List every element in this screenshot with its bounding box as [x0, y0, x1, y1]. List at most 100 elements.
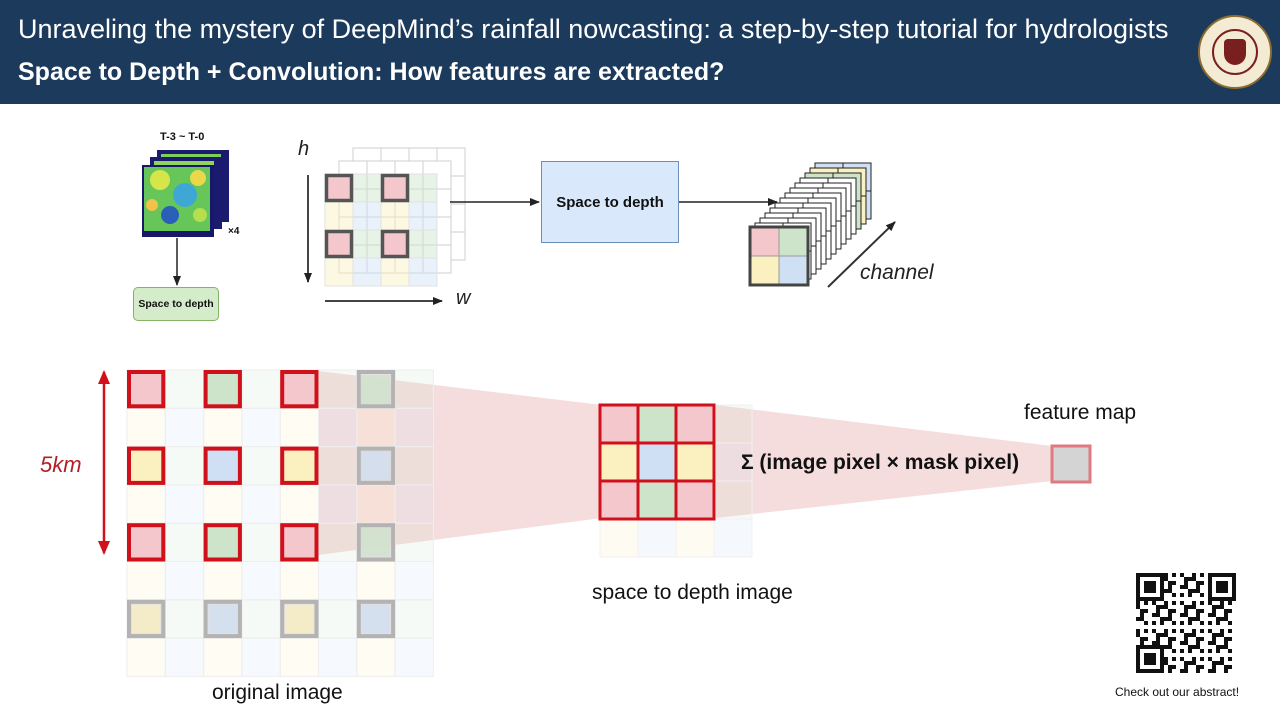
qr-module: [1140, 613, 1144, 617]
qr-module: [1192, 601, 1196, 605]
grid-cell: [352, 201, 382, 231]
qr-module: [1160, 605, 1164, 609]
qr-module: [1168, 609, 1172, 613]
qr-module: [1136, 601, 1140, 605]
qr-module: [1144, 601, 1148, 605]
grid-cell: [380, 201, 410, 231]
qr-module: [1224, 609, 1228, 613]
qr-module: [1152, 621, 1156, 625]
qr-module: [1208, 601, 1212, 605]
kernel-pixel: [280, 370, 319, 409]
qr-module: [1196, 609, 1200, 613]
kernel-pixel: [127, 446, 166, 485]
qr-module: [1212, 641, 1216, 645]
qr-module: [1172, 657, 1176, 661]
qr-module: [1216, 621, 1220, 625]
s2d-kernel-pixel: [598, 441, 640, 483]
seal-ring: [1212, 29, 1258, 75]
qr-module: [1216, 633, 1220, 637]
grid-cell: [352, 257, 382, 287]
channel-front-layer: [748, 225, 810, 287]
qr-module: [1208, 657, 1212, 661]
original-pixel: [356, 637, 396, 677]
qr-module: [1212, 661, 1216, 665]
original-pixel: [394, 599, 434, 639]
sampled-pixel-fill: [132, 604, 161, 634]
qr-module: [1208, 613, 1212, 617]
qr-code-icon[interactable]: [1136, 573, 1236, 673]
qr-module: [1164, 633, 1168, 637]
qr-module: [1140, 641, 1144, 645]
original-image-grid: [126, 369, 434, 677]
qr-module: [1184, 633, 1188, 637]
qr-module: [1160, 633, 1164, 637]
radar-image-stack: [142, 150, 229, 237]
qr-module: [1188, 617, 1192, 621]
qr-module: [1188, 661, 1192, 665]
qr-finder: [1144, 581, 1156, 593]
projection-cone: [318, 371, 602, 555]
kernel-pixel: [203, 370, 242, 409]
qr-module: [1164, 605, 1168, 609]
qr-module: [1220, 617, 1224, 621]
qr-module: [1196, 641, 1200, 645]
original-pixel: [203, 561, 243, 601]
qr-module: [1184, 577, 1188, 581]
qr-module: [1156, 609, 1160, 613]
convolution-formula: Σ (image pixel × mask pixel): [741, 451, 1020, 474]
qr-module: [1168, 665, 1172, 669]
qr-module: [1200, 637, 1204, 641]
s2d-kernel-pixel: [674, 441, 716, 483]
original-pixel: [318, 407, 358, 448]
original-pixel: [241, 561, 281, 601]
qr-module: [1200, 593, 1204, 597]
qr-module: [1228, 665, 1232, 669]
qr-module: [1188, 589, 1192, 593]
qr-module: [1184, 613, 1188, 617]
original-pixel: [164, 561, 205, 601]
qr-module: [1180, 657, 1184, 661]
original-pixel: [126, 561, 166, 601]
qr-module: [1152, 641, 1156, 645]
original-pixel: [164, 407, 205, 448]
qr-module: [1156, 637, 1160, 641]
qr-module: [1220, 629, 1224, 633]
s2d-pixel: [713, 518, 753, 558]
qr-module: [1216, 661, 1220, 665]
seal-emblem: [1224, 39, 1246, 65]
qr-module: [1224, 617, 1228, 621]
qr-module: [1220, 657, 1224, 661]
s2d-pixel: [713, 480, 753, 520]
original-pixel: [318, 599, 358, 639]
original-pixel: [126, 637, 166, 677]
slide-title: Unraveling the mystery of DeepMind’s rai…: [18, 14, 1169, 44]
qr-module: [1180, 649, 1184, 653]
s2d-kernel-pixel: [598, 479, 640, 521]
title-bar: Unraveling the mystery of DeepMind’s rai…: [0, 0, 1280, 104]
qr-module: [1200, 573, 1204, 577]
original-pixel: [318, 522, 358, 563]
qr-module: [1144, 609, 1148, 613]
feature-map-pixel: [1050, 444, 1092, 484]
qr-module: [1164, 629, 1168, 633]
qr-module: [1168, 637, 1172, 641]
original-pixel: [318, 561, 358, 601]
qr-module: [1156, 633, 1160, 637]
original-pixel: [203, 637, 243, 677]
qr-module: [1212, 669, 1216, 673]
s2d-pixel: [713, 442, 753, 482]
qr-module: [1188, 633, 1192, 637]
qr-module: [1216, 645, 1220, 649]
qr-module: [1136, 605, 1140, 609]
qr-module: [1196, 589, 1200, 593]
original-pixel: [126, 407, 166, 448]
qr-module: [1228, 649, 1232, 653]
qr-module: [1220, 645, 1224, 649]
qr-module: [1208, 621, 1212, 625]
grid-cell: [352, 229, 382, 259]
qr-module: [1180, 585, 1184, 589]
original-pixel: [164, 484, 205, 524]
grid-highlight-cell: [324, 173, 354, 203]
original-pixel: [318, 484, 358, 524]
qr-module: [1168, 669, 1172, 673]
